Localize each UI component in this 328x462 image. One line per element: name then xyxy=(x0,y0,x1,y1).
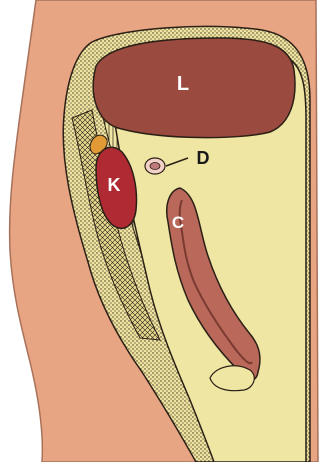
kidney-label: K xyxy=(108,175,121,195)
colon-label: C xyxy=(172,213,184,232)
duodenum xyxy=(145,158,165,174)
duodenum-label: D xyxy=(197,148,210,168)
liver xyxy=(93,38,295,138)
liver-label: L xyxy=(177,73,189,95)
